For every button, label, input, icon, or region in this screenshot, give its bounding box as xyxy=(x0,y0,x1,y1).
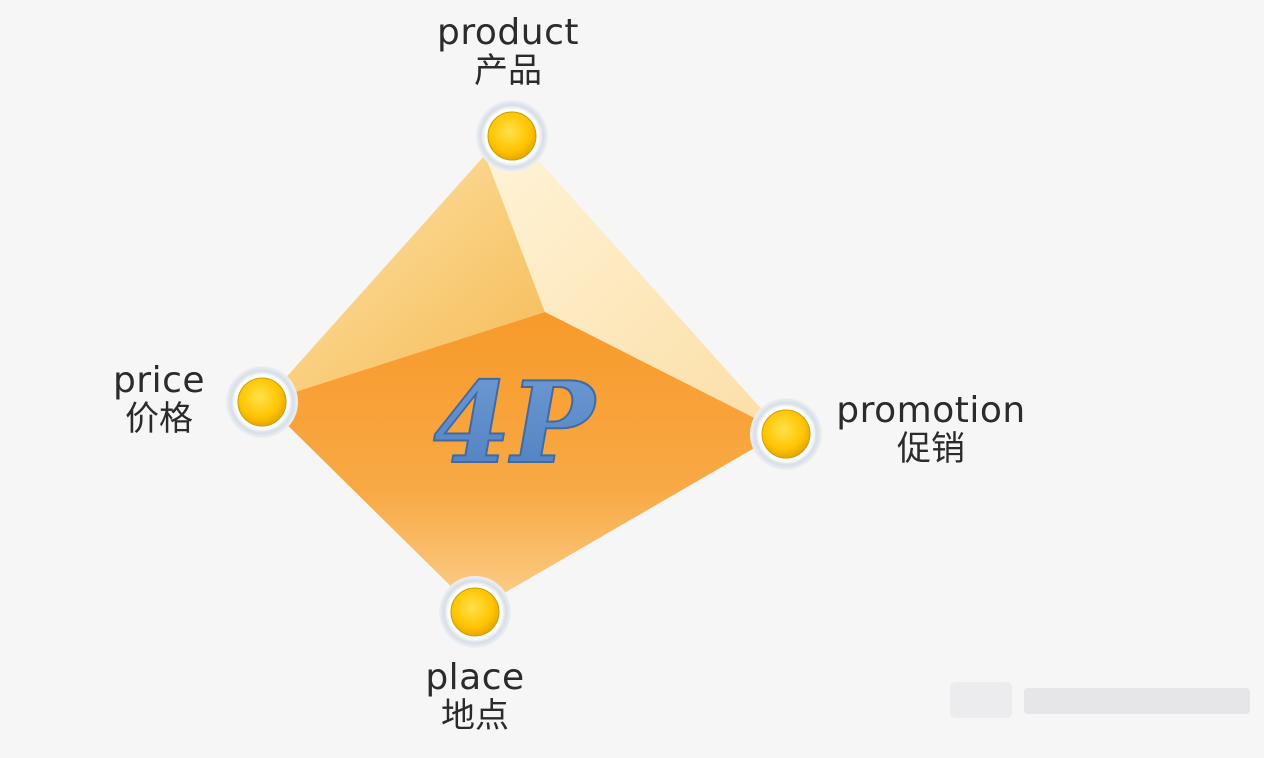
place-en-label: place xyxy=(425,657,525,698)
pyramid-face-bottom xyxy=(264,312,782,610)
watermark-text-block xyxy=(1024,688,1250,714)
promotion-zh-label: 促销 xyxy=(897,428,965,469)
node-product-dot xyxy=(476,100,548,172)
node-promotion-label: promotion 促销 xyxy=(826,392,1036,467)
node-place-label: place 地点 xyxy=(395,659,555,734)
promotion-en-label: promotion xyxy=(836,390,1026,431)
price-zh-label: 价格 xyxy=(125,398,193,439)
pyramid-face-right xyxy=(485,155,782,432)
node-price-dot xyxy=(226,366,298,438)
place-zh-label: 地点 xyxy=(441,695,509,736)
price-en-label: price xyxy=(112,360,206,401)
node-place-dot xyxy=(439,576,511,648)
pyramid-face-left xyxy=(264,155,545,402)
center-4p-label: 4P xyxy=(421,357,606,489)
product-en-label: product xyxy=(437,12,579,53)
node-promotion-dot xyxy=(750,398,822,470)
blurred-watermark xyxy=(950,676,1250,722)
node-price-label: price 价格 xyxy=(84,362,234,437)
node-product-label: product 产品 xyxy=(408,14,608,89)
watermark-logo xyxy=(950,682,1012,718)
product-zh-label: 产品 xyxy=(474,50,542,91)
